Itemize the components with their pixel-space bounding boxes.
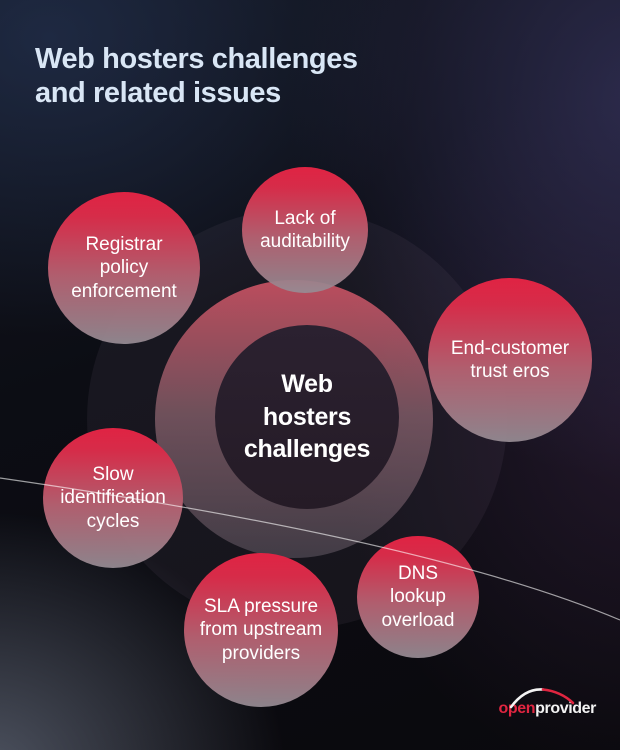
page-title: Web hosters challenges and related issue…	[35, 42, 358, 110]
logo-orbit-swoosh-icon	[509, 688, 574, 709]
bubble-label: End-customer trust eros	[450, 337, 570, 382]
hub-label-line-2: hosters	[262, 402, 352, 431]
bubble-label: Registrar policy enforcement	[71, 234, 177, 302]
page-title-line-2: and related issues	[35, 77, 281, 110]
bubble-label: Lack of auditability	[260, 207, 350, 252]
bubble-label: SLA pressure from upstream providers	[199, 596, 323, 664]
logo-text-provider: provider	[535, 700, 596, 717]
bubble-lack-of-auditability: Lack of auditability	[242, 167, 368, 293]
bubble-label: DNS lookup overload	[381, 563, 455, 631]
bubble-sla-pressure-from-upstream-providers: SLA pressure from upstream providers	[184, 553, 338, 707]
hub-label: Web hosters challenges	[243, 368, 371, 466]
bubble-registrar-policy-enforcement: Registrar policy enforcement	[48, 192, 200, 344]
page-title-line-1: Web hosters challenges	[35, 43, 358, 75]
bubble-slow-identification-cycles: Slow identification cycles	[43, 428, 183, 568]
hub-label-line-3: challenges	[243, 435, 371, 464]
logo-text-open: open	[498, 700, 536, 717]
hub-core-circle: Web hosters challenges	[215, 325, 399, 509]
hub-label-line-1: Web	[281, 370, 333, 399]
openprovider-logo: openprovider	[498, 688, 596, 718]
bubble-end-customer-trust-erosion: End-customer trust eros	[428, 278, 592, 442]
bubble-label: Slow identification cycles	[60, 464, 166, 532]
bubble-dns-lookup-overload: DNS lookup overload	[357, 536, 479, 658]
